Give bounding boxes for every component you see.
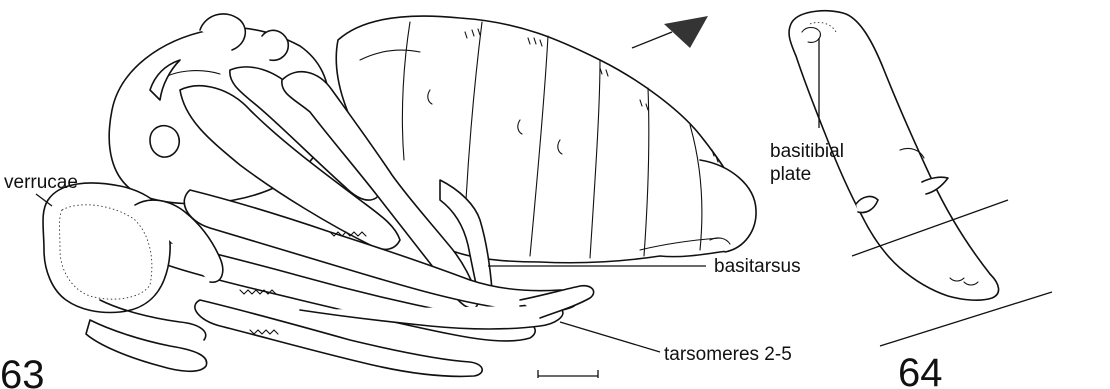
label-verrucae: verrucae <box>4 172 78 193</box>
figure-63-drawing <box>43 14 756 376</box>
label-basitarsus: basitarsus <box>714 256 801 277</box>
figure-number-63: 63 <box>0 353 45 389</box>
direction-arrow <box>632 16 708 48</box>
scale-bar <box>538 370 598 378</box>
label-tarsomeres: tarsomeres 2-5 <box>664 344 792 365</box>
label-basitibial: basitibial <box>770 141 844 162</box>
tarsomeres-leader-left <box>560 322 660 352</box>
label-plate: plate <box>770 164 811 185</box>
figure-number-64: 64 <box>898 351 943 389</box>
abdomen <box>336 16 756 263</box>
